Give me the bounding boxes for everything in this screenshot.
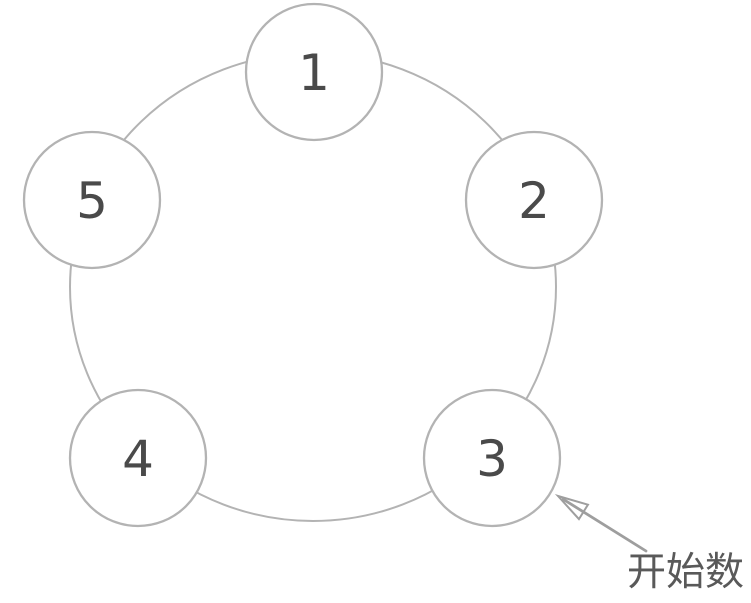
node-circle-1	[244, 2, 384, 142]
node-circle-2	[464, 130, 604, 270]
node-circle-4	[68, 388, 208, 528]
node-circle-5	[22, 130, 162, 270]
node-circle-3	[422, 388, 562, 528]
node-label-2: 2	[518, 172, 550, 230]
node-label-1: 1	[298, 44, 330, 102]
arrow-shaft	[561, 497, 648, 553]
node-label-3: 3	[476, 430, 508, 488]
node-label-5: 5	[76, 172, 108, 230]
node-label-4: 4	[122, 430, 154, 488]
start-count-label: 开始数	[627, 550, 745, 595]
arrow-head-icon	[554, 494, 590, 521]
